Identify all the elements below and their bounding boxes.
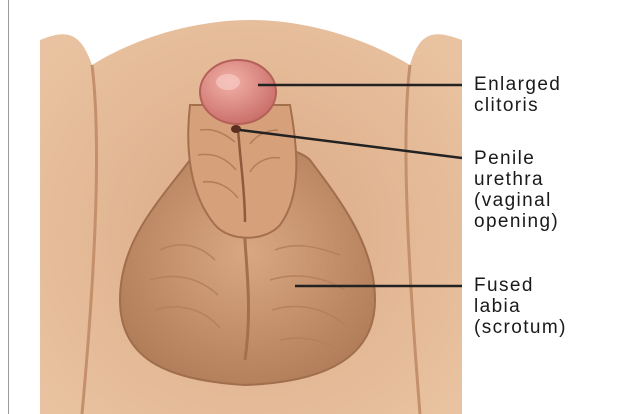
label-enlarged-clitoris: Enlarged clitoris	[474, 74, 561, 116]
urethral-opening	[231, 125, 241, 133]
clitoris-highlight	[216, 74, 240, 90]
label-penile-urethra: Penile urethra (vaginal opening)	[474, 148, 559, 232]
label-fused-labia: Fused labia (scrotum)	[474, 275, 567, 338]
clitoris-glans	[200, 60, 276, 124]
left-border-line	[8, 0, 9, 414]
anatomy-illustration	[40, 10, 462, 414]
